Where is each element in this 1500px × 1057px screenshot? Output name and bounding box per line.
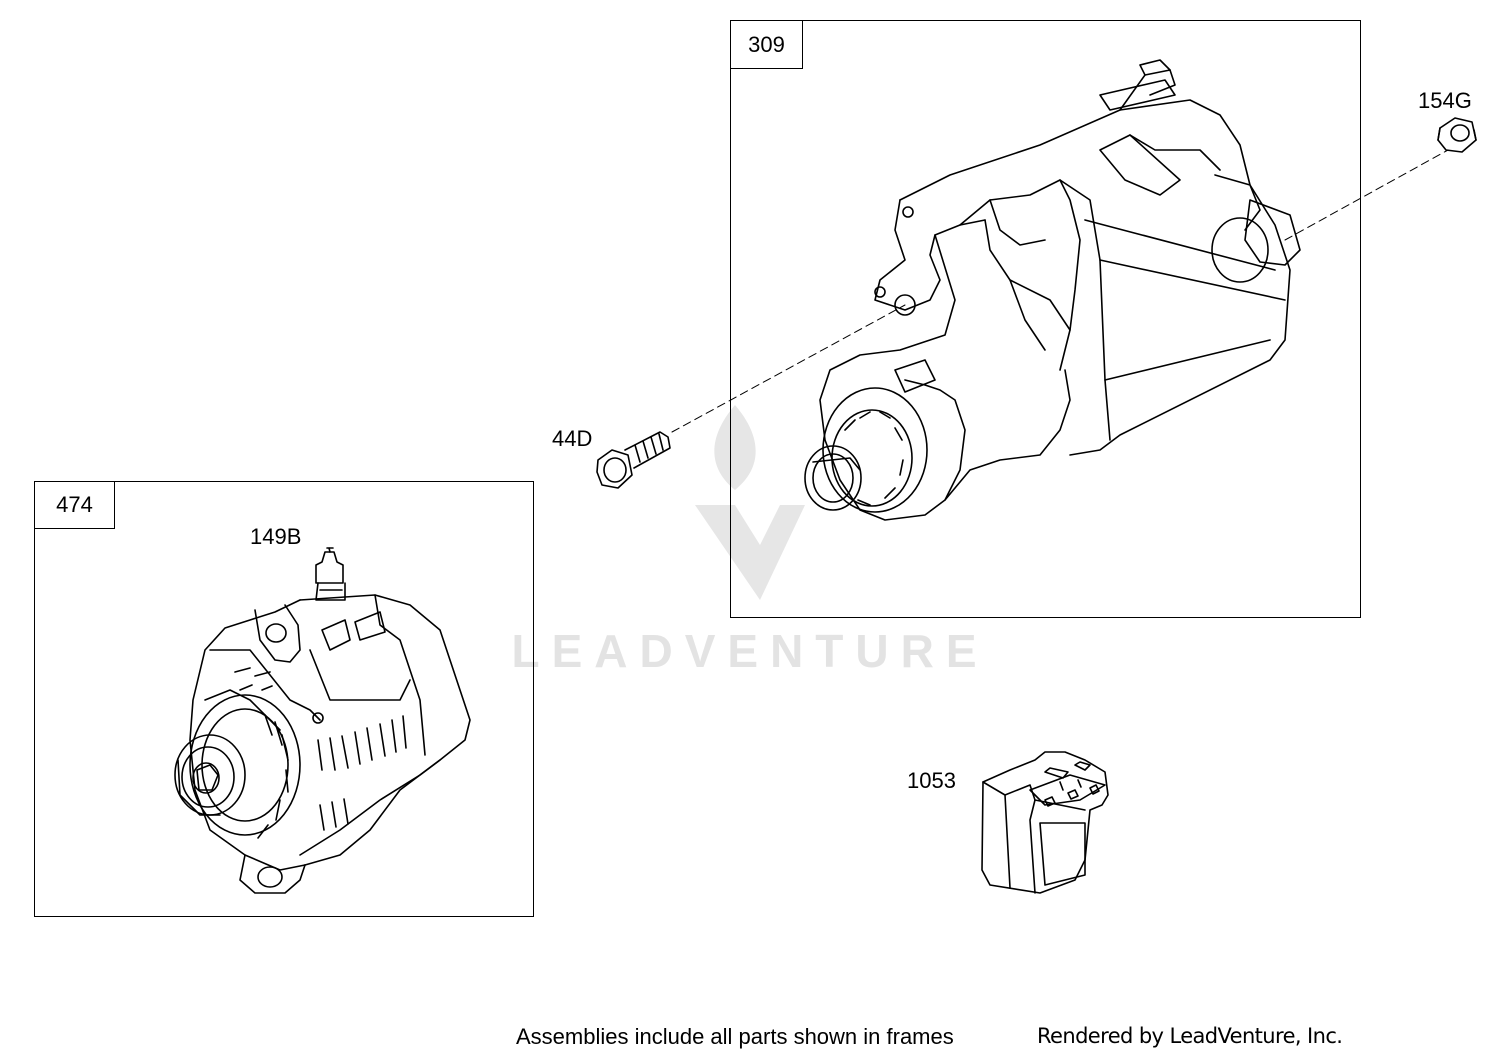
alternator-assembly-frame: 474 (34, 481, 534, 917)
alternator-drawing[interactable] (175, 548, 470, 893)
render-credit: Rendered by LeadVenture, Inc. (1037, 1024, 1343, 1048)
regulator-1053-drawing[interactable] (982, 752, 1108, 893)
watermark-text: LEADVENTURE (511, 625, 989, 677)
callout-1053[interactable]: 1053 (907, 768, 956, 793)
starter-frame-label[interactable]: 309 (731, 21, 803, 69)
starter-assembly-frame: 309 (730, 20, 1361, 618)
callout-44d[interactable]: 44D (552, 426, 593, 451)
assemblies-note: Assemblies include all parts shown in fr… (516, 1024, 954, 1049)
callout-154g[interactable]: 154G (1418, 88, 1472, 113)
bolt-44d-drawing[interactable] (597, 432, 670, 488)
nut-leader-line (1285, 150, 1448, 240)
callout-149b[interactable]: 149B (250, 524, 302, 549)
nut-154g-drawing[interactable] (1438, 118, 1476, 152)
alternator-frame-label[interactable]: 474 (35, 482, 115, 529)
bolt-leader-line (672, 305, 905, 432)
starter-motor-drawing[interactable] (805, 60, 1300, 520)
